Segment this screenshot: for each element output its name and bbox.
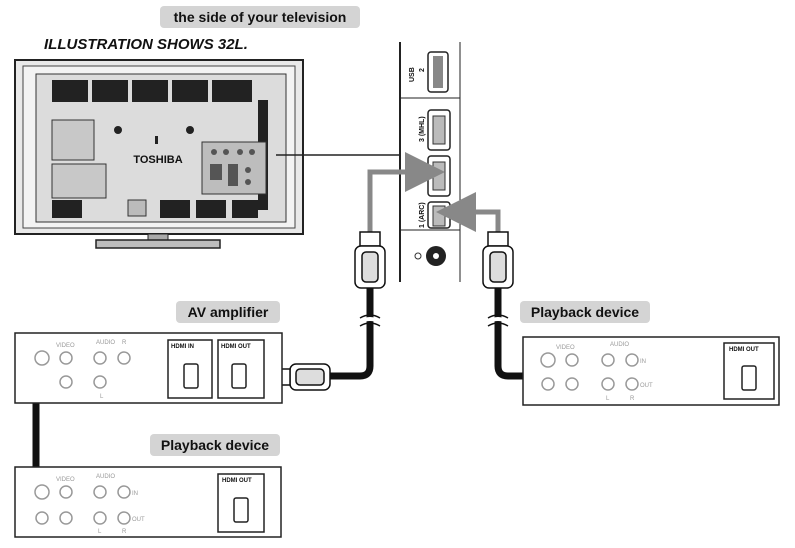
av-audio-label: AUDIO	[96, 340, 115, 346]
pb-r-label: R	[122, 529, 127, 535]
usb-label: USB	[409, 67, 416, 82]
pb-in-label: IN	[132, 491, 138, 497]
pr-audio-label: AUDIO	[610, 342, 629, 348]
tv-side-label: the side of your television	[160, 6, 360, 28]
playback-device-right-label: Playback device	[520, 301, 650, 323]
pr-hdmi-out-label: HDMI OUT	[729, 347, 759, 353]
tv-brand: TOSHIBA	[133, 154, 182, 166]
playback-device-bottom-label: Playback device	[150, 434, 280, 456]
pb-audio-label: AUDIO	[96, 474, 115, 480]
pr-video-label: VIDEO	[556, 345, 575, 351]
av-amplifier-device: VIDEO AUDIO R L HDMI IN HDMI OUT	[14, 332, 283, 404]
pb-hdmi-out-label: HDMI OUT	[222, 478, 252, 484]
tv-rear: TOSHIBA	[14, 59, 304, 249]
av-hdmi-out-label: HDMI OUT	[221, 344, 251, 350]
pb-video-label: VIDEO	[56, 477, 75, 483]
av-amplifier-label: AV amplifier	[176, 301, 280, 323]
hdmi-port-2-label: 2	[419, 174, 426, 178]
playback-device-right: VIDEO AUDIO IN OUT L R HDMI OUT	[522, 336, 780, 406]
pr-in-label: IN	[640, 359, 646, 365]
av-hdmi-in-label: HDMI IN	[171, 344, 194, 350]
hdmi-label: HDMI	[409, 160, 416, 178]
usb-number: 2	[419, 68, 426, 72]
av-l-label: L	[100, 394, 104, 400]
tv-side-panel: USB 2 3 (MHL) HDMI 2 1 (ARC)	[399, 42, 462, 282]
av-r-label: R	[122, 340, 127, 346]
pr-r-label: R	[630, 396, 635, 402]
av-video-label: VIDEO	[56, 343, 75, 349]
hdmi-port-1-label: 1 (ARC)	[419, 202, 426, 228]
pb-out-label: OUT	[132, 517, 145, 523]
pr-l-label: L	[606, 396, 610, 402]
playback-device-bottom: VIDEO AUDIO IN OUT L R HDMI OUT	[14, 466, 282, 538]
illustration-caption: ILLUSTRATION SHOWS 32L.	[44, 36, 248, 53]
pr-out-label: OUT	[640, 383, 653, 389]
pb-l-label: L	[98, 529, 102, 535]
hdmi-port-3-label: 3 (MHL)	[419, 116, 426, 142]
